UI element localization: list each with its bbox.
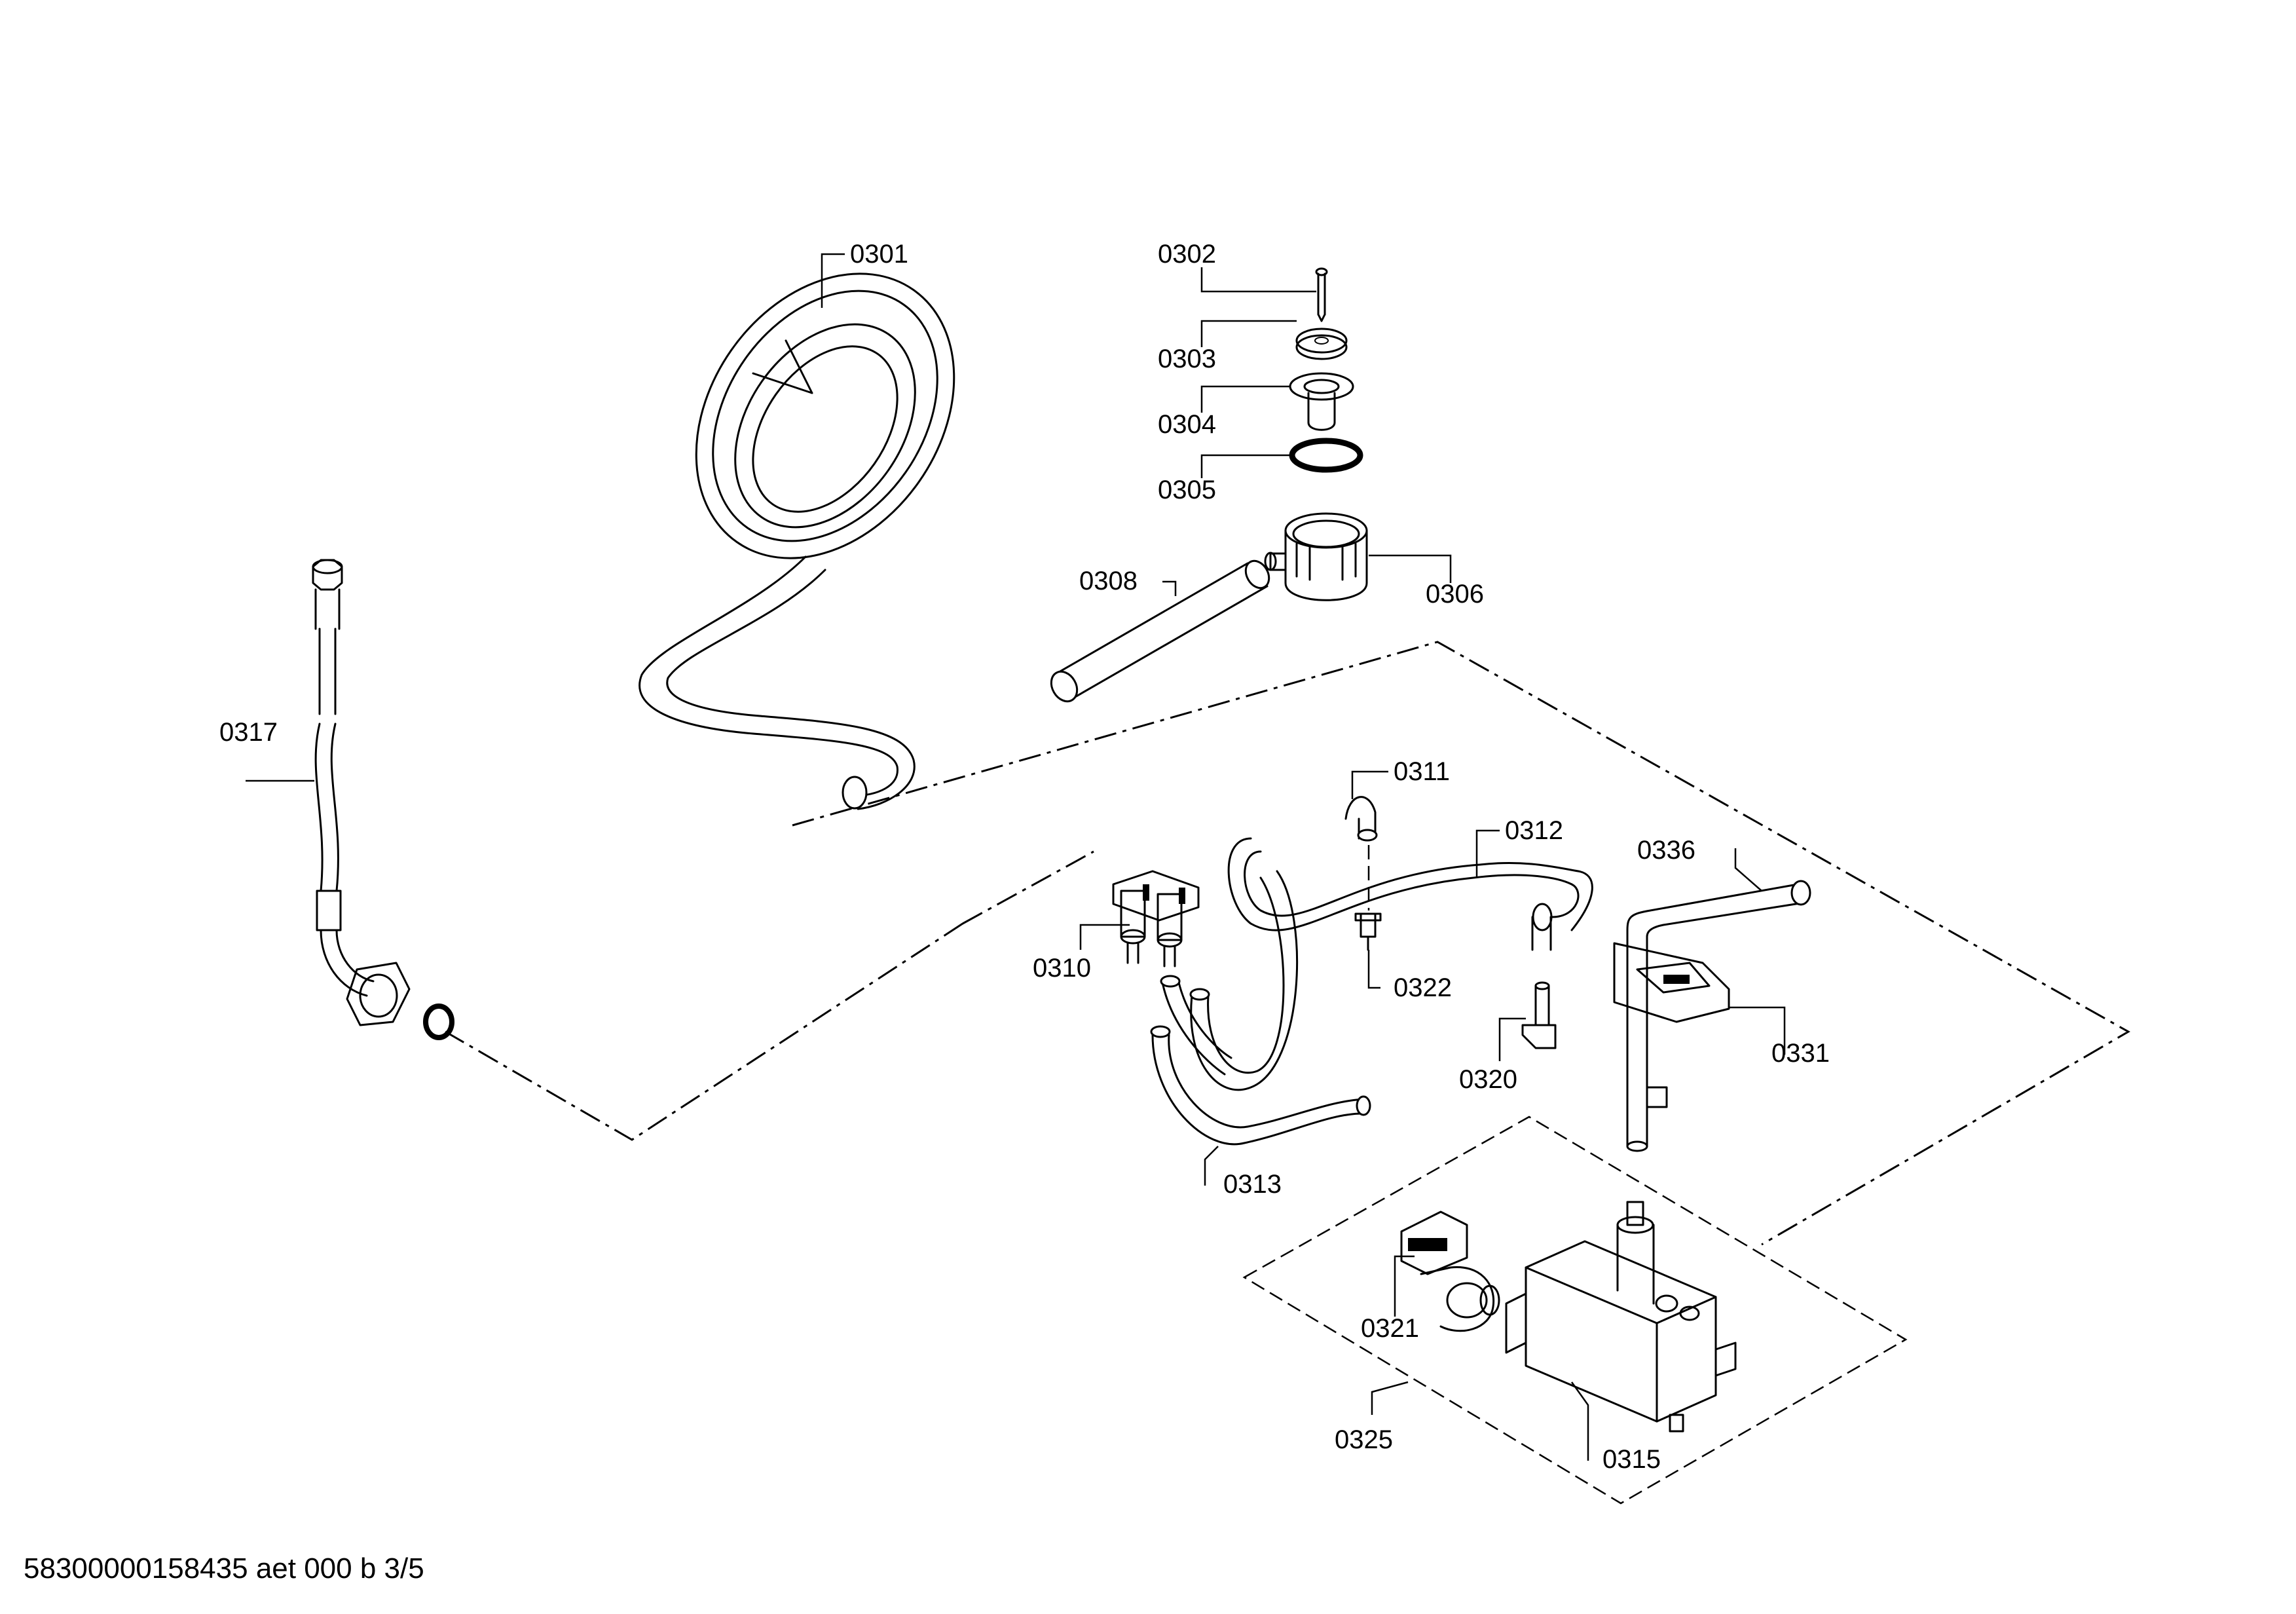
callout-0310: 0310 <box>1033 954 1091 983</box>
part-0301-coiled-hose[interactable] <box>639 224 1008 810</box>
callout-0336: 0336 <box>1637 836 1695 865</box>
part-0317-inlet-hose[interactable] <box>312 559 454 1040</box>
part-0302-screw[interactable] <box>1315 267 1328 322</box>
callout-0320: 0320 <box>1459 1065 1517 1094</box>
callout-0305: 0305 <box>1158 476 1216 504</box>
callout-0311: 0311 <box>1394 757 1450 786</box>
part-0321-pump[interactable] <box>1400 1210 1500 1332</box>
subassembly-boundary-0325 <box>1242 1116 1908 1505</box>
part-0312-hose[interactable] <box>1227 837 1593 951</box>
callout-0331: 0331 <box>1771 1039 1830 1068</box>
leader-lines <box>246 253 1786 1461</box>
callout-0308: 0308 <box>1079 567 1138 595</box>
part-0336-pipe[interactable] <box>1626 880 1811 1152</box>
part-0315-pump-housing[interactable] <box>1505 1201 1737 1433</box>
callout-0317: 0317 <box>219 718 278 747</box>
part-0313-hose[interactable] <box>1150 870 1371 1146</box>
callout-0301: 0301 <box>850 240 908 269</box>
callout-0312: 0312 <box>1505 816 1563 845</box>
part-0308-straight-hose[interactable] <box>1046 557 1273 706</box>
callout-0304: 0304 <box>1158 410 1216 439</box>
callout-labels: 0301 0302 0303 0304 0305 0306 0308 0310 … <box>219 240 1830 1474</box>
callout-0321: 0321 <box>1361 1314 1419 1343</box>
callout-0306: 0306 <box>1426 580 1484 609</box>
part-0311-hose-elbow[interactable] <box>1344 796 1378 842</box>
part-0304-filter-cup[interactable] <box>1289 372 1354 431</box>
document-id: 58300000158435 aet 000 b 3/5 <box>24 1552 424 1585</box>
part-0303-filter-disc[interactable] <box>1295 328 1348 360</box>
part-0305-o-ring[interactable] <box>1289 438 1363 473</box>
callout-0325: 0325 <box>1335 1425 1393 1454</box>
part-0322-sensor[interactable] <box>1354 845 1382 951</box>
callout-0302: 0302 <box>1158 240 1216 269</box>
callout-0303: 0303 <box>1158 345 1216 373</box>
callout-0315: 0315 <box>1602 1445 1661 1474</box>
part-0331-holder[interactable] <box>1613 942 1730 1023</box>
part-0310-solenoid-valve[interactable] <box>1112 870 1200 967</box>
callout-0322: 0322 <box>1394 973 1452 1002</box>
assembly-boundary <box>445 641 2131 1246</box>
part-0320-bracket[interactable] <box>1521 981 1557 1049</box>
callout-0313: 0313 <box>1223 1170 1282 1199</box>
part-0306-sump-housing[interactable] <box>1264 512 1368 601</box>
